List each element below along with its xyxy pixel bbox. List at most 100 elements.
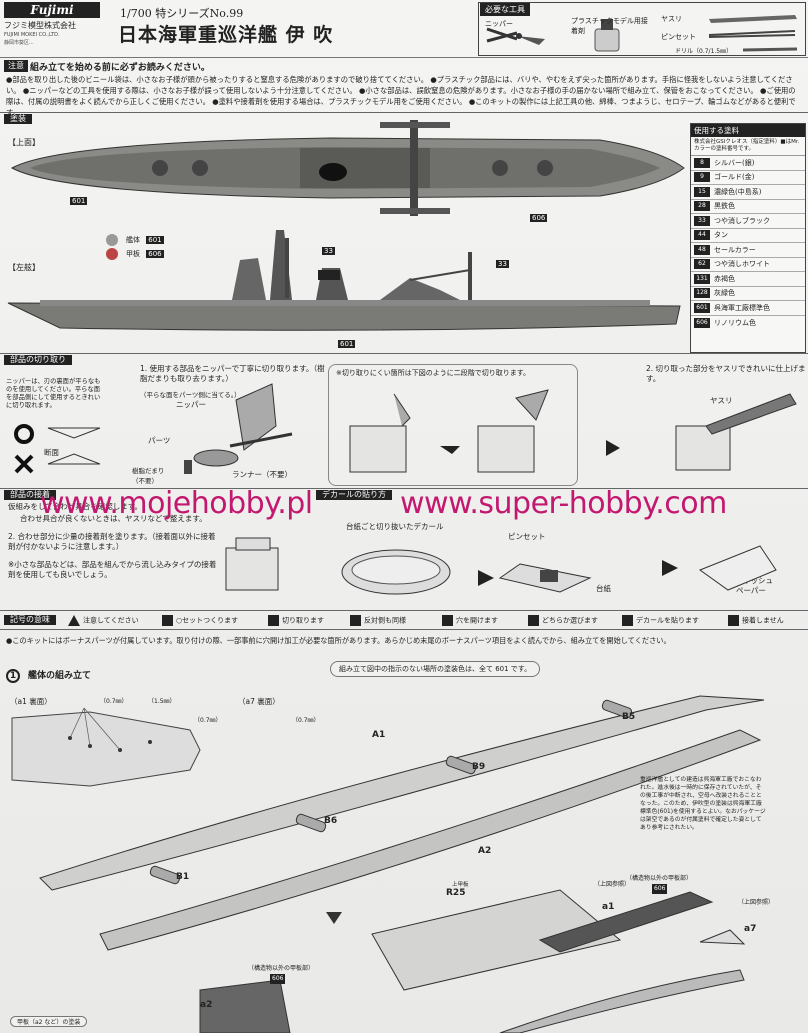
opposite-side-icon <box>350 615 361 626</box>
kit-title: 日本海軍重巡洋艦 伊 吹 <box>118 24 334 46</box>
watermark-right: www.super-hobby.com <box>400 486 727 521</box>
paint-name: リノリウム色 <box>714 318 756 327</box>
cutting-illustrations <box>14 383 797 474</box>
upper-deck-mark: 上甲板 <box>452 882 469 888</box>
part-a1-deck: a1 <box>602 902 615 912</box>
paint-name: 灰緑色 <box>714 289 735 298</box>
glue-step2: 2. 合わせ部分に少量の接着剤を塗ります。（接着面以外に接着剤が付かないように注… <box>8 532 216 551</box>
paint-name: つや消しブラック <box>714 216 770 225</box>
a1-back-label: （a1 裏面） <box>10 697 52 706</box>
paint-name: 赤褐色 <box>714 274 735 283</box>
tissue-press <box>698 545 777 591</box>
hard-to-cut-note: ※切り取りにくい箇所は下図のように二段階で切り取ります。 <box>336 369 531 377</box>
step-number: 1 <box>6 669 20 683</box>
callout-33-mast: 33 <box>322 247 335 255</box>
two-stage-blocks <box>349 389 620 473</box>
maker-name: フジミ模型株式会社 <box>4 21 76 30</box>
part-r25: R25 <box>446 888 466 898</box>
header: Fujimi フジミ模型株式会社 FUJIMI MOKEI CO.,LTD. 静… <box>0 0 808 58</box>
paint-section-header: 塗装 <box>0 112 808 124</box>
deck-paint-note: 甲板（a2 など）の塗装 <box>10 1016 88 1027</box>
hull-side-a2 <box>99 729 762 951</box>
glue-block <box>225 537 279 591</box>
no-glue-icon <box>728 615 739 626</box>
glue-note: ※小さな部品などは、部品を組んでから流し込みタイプの接着剤を使用しても良いでしょ… <box>8 560 217 579</box>
ok-ng-symbols <box>14 424 101 474</box>
tool-file-label: ヤスリ <box>661 15 682 23</box>
nipper-icon <box>486 27 545 45</box>
watermark-left: www.mojehobby.pl <box>40 486 313 521</box>
file-icon <box>709 15 797 23</box>
symbol-label: ○セットつくります <box>176 616 239 625</box>
glue-step1a: 仮組みをして合わせ具合を確認します。 <box>8 502 143 511</box>
paint-code: 606 <box>694 317 710 328</box>
history-note: 重巡洋艦としての建造は呉海軍工廠でおこなわれた。進水後は一時的に保存されていたが… <box>640 777 766 831</box>
glue-decal-illustrations <box>225 537 777 595</box>
bonus-parts-note: ●このキットにはボーナスパーツが付属しています。取り付けの際、一部事前に穴開け加… <box>6 636 671 645</box>
paint-name: 濃緑色(中島系) <box>714 187 762 196</box>
drill-07-a: （0.7㎜） <box>100 698 128 705</box>
series-label: 1/700 特シリーズNo.99 <box>120 7 244 20</box>
choose-icon <box>528 615 539 626</box>
tool-drill-label: ドリル（0.7/1.5㎜） <box>675 48 733 55</box>
symbol-label: 切り取ります <box>282 616 324 625</box>
symbol-drill: 穴を開けます <box>442 615 498 626</box>
structure-deck-note: （構造物以外の甲板部） <box>626 875 693 882</box>
drill-15: （1.5㎜） <box>148 698 176 705</box>
callout-601-top: 601 <box>70 197 88 205</box>
paint-code: 9 <box>694 172 710 183</box>
legend-deck: 甲板 606 <box>126 249 164 259</box>
arrow-right-icon <box>478 570 494 586</box>
legend-hull-code: 601 <box>146 236 164 244</box>
hull-deck-legend <box>106 234 118 260</box>
maker-address: 静岡市葵区... <box>4 40 34 46</box>
drill-icon <box>742 47 798 52</box>
side-view-label: 【左舷】 <box>8 263 40 272</box>
symbols-legend: 記号の意味 注意してください ○セットつくります 切り取ります 反対側も同様 穴… <box>0 610 808 630</box>
paint-name: 黒鉄色 <box>714 202 735 211</box>
drill-07-b: （0.7㎜） <box>194 717 222 724</box>
resin-callout: 樹脂だまり（不要） <box>132 467 165 485</box>
ship-paint-views <box>7 120 685 331</box>
part-a2: A2 <box>478 846 492 856</box>
water-dish <box>341 549 451 595</box>
caution-title: 組み立てを始める前に必ずお読みください。 <box>30 63 210 73</box>
tool-tweezers-label: ピンセット <box>661 33 696 41</box>
parts-callout: パーツ <box>148 436 171 445</box>
symbol-label: デカールを貼ります <box>636 616 699 625</box>
caution-tag: 注意 <box>4 60 28 72</box>
default-paint-note: 組み立て図中の指示のない場所の塗装色は、全て 601 です。 <box>330 661 541 677</box>
deck-code-606-lower: 606 <box>270 974 286 984</box>
tweezers-icon <box>708 30 796 38</box>
hull-assembly-diagram <box>11 695 765 1033</box>
decal-backing-label: 台紙 <box>596 584 611 593</box>
paint-code: 128 <box>694 288 710 299</box>
paint-row: 606 リノリウム色 <box>691 316 805 331</box>
step-title: 艦体の組み立て <box>28 671 92 681</box>
symbol-label: 穴を開けます <box>456 616 498 625</box>
paint-code: 8 <box>694 157 710 168</box>
paint-name: セールカラー <box>714 245 756 254</box>
top-view-label: 【上面】 <box>8 138 40 147</box>
maker-name-en: FUJIMI MOKEI CO.,LTD. <box>4 32 60 38</box>
symbol-set: ○セットつくります <box>162 615 238 626</box>
symbol-no-glue: 接着しません <box>728 615 784 626</box>
cut-icon <box>268 615 279 626</box>
hull-side-a1 <box>39 695 765 891</box>
file-callout: ヤスリ <box>710 396 733 405</box>
symbol-caution: 注意してください <box>68 615 139 626</box>
nipper-note: ニッパーは、刃の裏面が平らなものを使用してください。平らな面を部品側にして使用す… <box>6 378 101 409</box>
section-word: 断面 <box>44 448 59 457</box>
ship-top-view <box>10 120 685 216</box>
two-stage-cut-box <box>328 364 578 486</box>
cutting-section-header: 部品の切り取り <box>0 353 808 365</box>
symbol-label: 注意してください <box>83 616 139 625</box>
tool-nipper-label: ニッパー <box>485 20 513 28</box>
paint-code: 48 <box>694 244 710 255</box>
tools-box: ニッパー プラスチックモデル用接着剤 ヤスリ ピンセット ドリル（0.7/1.5… <box>478 2 806 56</box>
decal-section-tag: デカールの貼り方 <box>316 490 392 500</box>
